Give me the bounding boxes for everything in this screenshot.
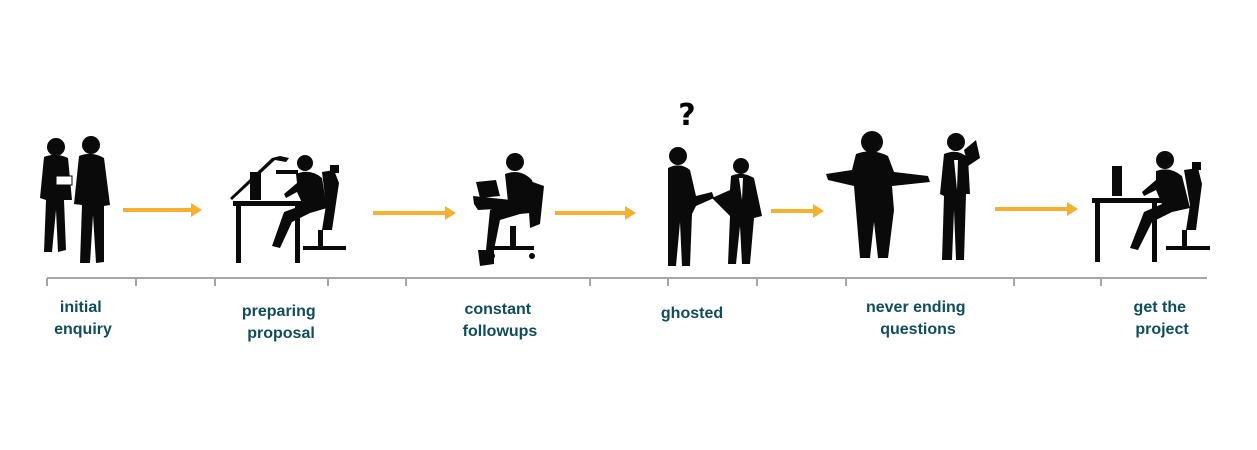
silhouette-constant-followups — [473, 153, 544, 266]
stage-label-1: initial enquiry — [54, 299, 112, 338]
stage-label-2: preparing proposal — [242, 303, 320, 342]
stage-label-4-line1: ghosted — [661, 305, 723, 322]
arrow-5 — [995, 202, 1078, 216]
question-mark-icon: ? — [678, 98, 696, 133]
stage-label-1-line1: initial — [60, 299, 102, 316]
silhouette-initial-enquiry — [40, 136, 110, 263]
stage-label-1-line2: enquiry — [54, 321, 112, 338]
silhouette-never-ending-questions — [826, 131, 980, 260]
arrow-1 — [123, 203, 202, 217]
silhouette-get-the-project — [1092, 151, 1210, 262]
arrow-3 — [555, 206, 636, 220]
stage-label-5-line1: never ending — [866, 299, 966, 316]
arrow-4 — [771, 204, 824, 218]
stage-label-3-line2: followups — [463, 323, 538, 340]
silhouette-ghosted — [668, 147, 762, 266]
stage-label-6: get the project — [1134, 299, 1191, 338]
stage-label-3-line1: constant — [464, 301, 531, 318]
arrow-2 — [373, 206, 456, 220]
stage-label-2-line1: preparing — [242, 303, 316, 320]
stage-label-6-line1: get the — [1134, 299, 1187, 316]
flow-arrows — [123, 202, 1078, 220]
stage-label-6-line2: project — [1135, 321, 1189, 338]
silhouette-preparing-proposal — [230, 155, 346, 263]
stage-label-3: constant followups — [463, 301, 538, 340]
stage-label-4: ghosted — [661, 305, 723, 322]
stage-label-5-line2: questions — [880, 321, 956, 338]
stage-label-2-line2: proposal — [247, 325, 315, 342]
timeline — [46, 277, 1207, 286]
stage-label-5: never ending questions — [866, 299, 970, 338]
